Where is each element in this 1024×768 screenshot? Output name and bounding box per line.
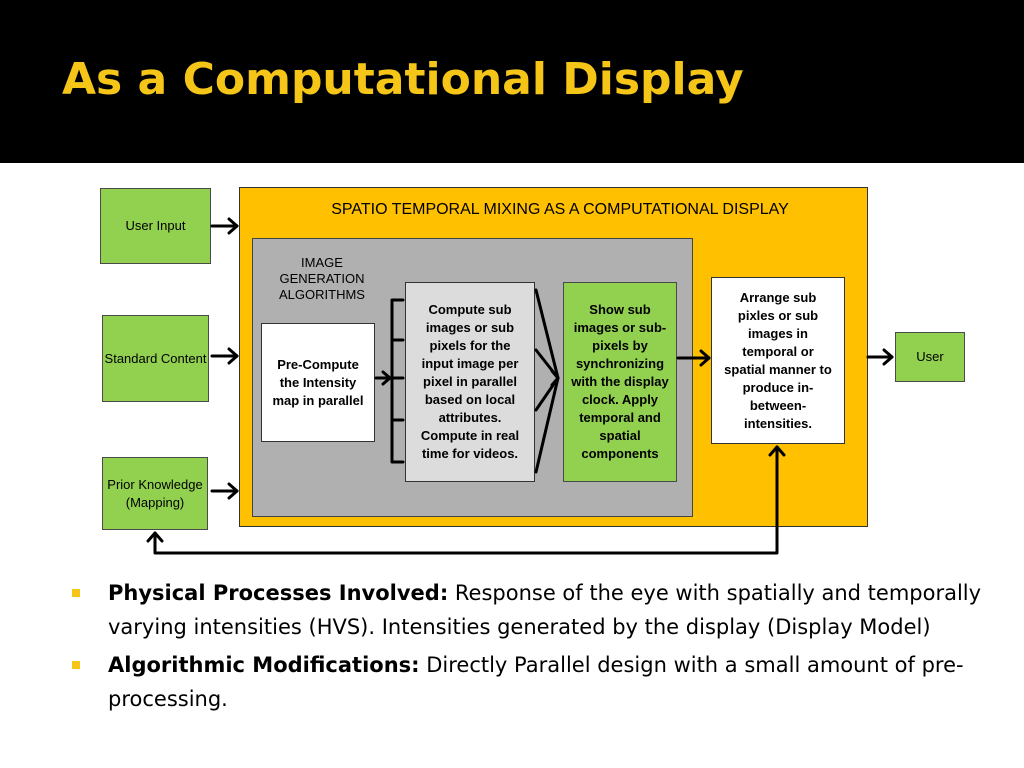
arrow-to-user-head: [882, 348, 894, 366]
feedback-loop: [153, 445, 779, 555]
fan-out-bracket: [390, 298, 405, 464]
bullet-lead: Algorithmic Modifications:: [108, 653, 420, 677]
title-bar: As a Computational Display: [0, 0, 1024, 160]
arrow-user-input-head: [227, 217, 239, 235]
bullet-algorithmic-modifications: Algorithmic Modifications: Directly Para…: [72, 648, 1002, 716]
bullet-list: Physical Processes Involved: Response of…: [72, 576, 1002, 720]
user-output-box: User: [895, 332, 965, 382]
arrow-standard-content-head: [227, 347, 239, 365]
fan-in-head: [550, 369, 560, 387]
arrange-sub-pixels-box: Arrange sub pixles or sub images in temp…: [711, 277, 845, 444]
show-sub-images-box: Show sub images or sub-pixels by synchro…: [563, 282, 677, 482]
standard-content-box: Standard Content: [102, 315, 209, 402]
bullet-marker: [72, 661, 80, 669]
fan-in-line-1: [534, 288, 560, 380]
bullet-text: Response of the eye with spatially and t…: [108, 581, 982, 639]
bullet-physical-processes: Physical Processes Involved: Response of…: [72, 576, 1002, 644]
bullet-text: Directly Parallel design with a small am…: [108, 653, 964, 711]
user-input-box: User Input: [100, 188, 211, 264]
slide-title: As a Computational Display: [62, 54, 744, 105]
title-divider: [0, 163, 1024, 167]
panel-title: SPATIO TEMPORAL MIXING AS A COMPUTATIONA…: [331, 201, 789, 218]
arrow-prior-knowledge-head: [227, 482, 239, 500]
bullet-marker: [72, 589, 80, 597]
feedback-head-prior: [146, 531, 164, 543]
arrow-to-arrange-head: [699, 349, 711, 367]
image-generation-label: IMAGE GENERATION ALGORITHMS: [279, 255, 365, 302]
feedback-head-up: [768, 445, 786, 457]
compute-sub-images-box: Compute sub images or sub pixels for the…: [405, 282, 535, 482]
pre-compute-box: Pre-Compute the Intensity map in paralle…: [261, 323, 375, 442]
fan-in-line-4: [534, 376, 560, 474]
bullet-lead: Physical Processes Involved:: [108, 581, 449, 605]
arrow-pre-compute-head: [381, 370, 392, 386]
prior-knowledge-box: Prior Knowledge (Mapping): [102, 457, 208, 530]
